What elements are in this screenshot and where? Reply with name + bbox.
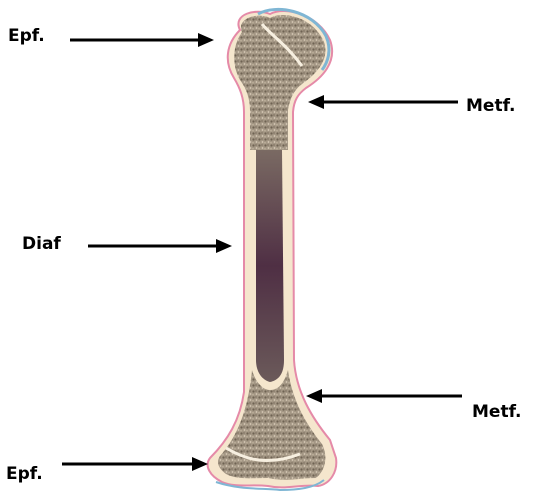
arrow-diaphysis	[88, 239, 232, 253]
arrow-metaphysis-bottom	[306, 389, 462, 403]
arrow-metaphysis-top	[308, 95, 458, 109]
arrow-epiphysis-top	[70, 33, 214, 47]
label-metaphysis-top: Metf.	[466, 98, 516, 115]
label-epiphysis-bottom: Epf.	[6, 466, 43, 483]
label-diaphysis: Diaf	[22, 236, 61, 253]
arrow-epiphysis-bottom	[62, 457, 208, 471]
marrow-cavity	[256, 150, 284, 382]
label-epiphysis-top: Epf.	[8, 28, 45, 45]
label-metaphysis-bottom: Metf.	[472, 404, 522, 421]
